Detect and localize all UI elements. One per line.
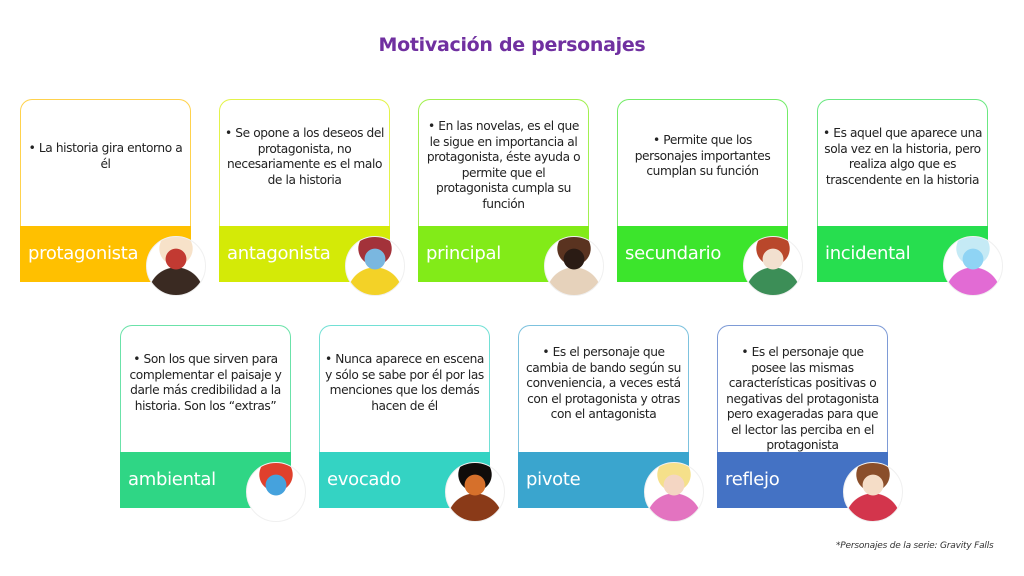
card-label: pivote xyxy=(526,469,581,490)
card-description: • Es el personaje que posee las mismas c… xyxy=(726,345,879,452)
card-label: antagonista xyxy=(227,243,331,264)
card-pivote: • Es el personaje que cambia de bando se… xyxy=(518,325,704,522)
mabel-avatar-icon xyxy=(843,462,903,522)
card-description: • Permite que los personajes importantes… xyxy=(634,133,771,178)
card-description: • Es aquel que aparece una sola vez en l… xyxy=(823,126,983,187)
card-label: principal xyxy=(426,243,501,264)
page-title: Motivación de personajes xyxy=(378,34,646,56)
card-ambiental: • Son los que sirven para complementar e… xyxy=(120,325,306,522)
dipper-avatar-icon xyxy=(146,236,206,296)
card-description: • Nunca aparece en escena y sólo se sabe… xyxy=(325,352,484,413)
card-label: evocado xyxy=(327,469,402,490)
card-principal: • En las novelas, es el que le sigue en … xyxy=(418,99,604,296)
card-secundario: • Permite que los personajes importantes… xyxy=(617,99,803,296)
card-label: protagonista xyxy=(28,243,139,264)
card-description: • La historia gira entorno a él xyxy=(28,141,183,171)
gnome-avatar-icon xyxy=(246,462,306,522)
bill-cipher-avatar-icon xyxy=(345,236,405,296)
card-description: • Es el personaje que cambia de bando se… xyxy=(526,345,681,421)
footnote: *Personajes de la serie: Gravity Falls xyxy=(836,541,994,551)
grunkle-stan-avatar-icon xyxy=(544,236,604,296)
card-evocado: • Nunca aparece en escena y sólo se sabe… xyxy=(319,325,505,522)
card-label: reflejo xyxy=(725,469,780,490)
unicorn-avatar-icon xyxy=(943,236,1003,296)
card-protagonista: • La historia gira entorno a él protagoni… xyxy=(20,99,206,296)
card-label: ambiental xyxy=(128,469,216,490)
card-label: secundario xyxy=(625,243,722,264)
card-description: • Se opone a los deseos del protagonista… xyxy=(225,126,384,187)
card-antagonista: • Se opone a los deseos del protagonista… xyxy=(219,99,405,296)
card-incidental: • Es aquel que aparece una sola vez en l… xyxy=(817,99,1003,296)
card-reflejo: • Es el personaje que posee las mismas c… xyxy=(717,325,903,522)
card-description: • En las novelas, es el que le sigue en … xyxy=(426,119,581,211)
author-shadow-avatar-icon xyxy=(445,462,505,522)
wendy-avatar-icon xyxy=(743,236,803,296)
card-label: incidental xyxy=(825,243,911,264)
pacifica-avatar-icon xyxy=(644,462,704,522)
card-description: • Son los que sirven para complementar e… xyxy=(129,352,282,413)
